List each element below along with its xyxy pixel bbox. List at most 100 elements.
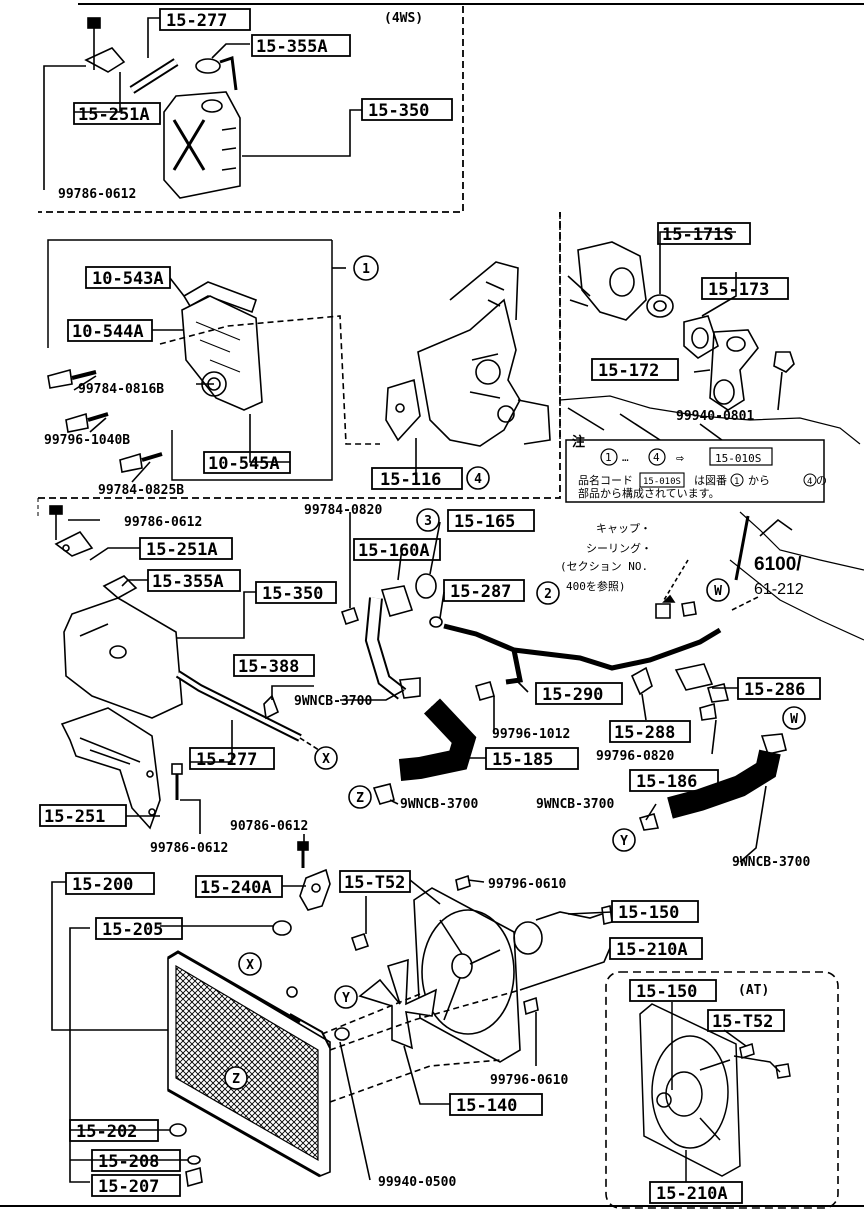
note-arrow: ⇨ xyxy=(676,451,684,466)
part-15-186: 15-186 xyxy=(636,772,697,792)
marker-1: 1 xyxy=(362,262,370,277)
bolt-99796-0610-top: 99796-0610 xyxy=(488,877,566,892)
part-15-160a: 15-160A xyxy=(358,541,430,561)
part-15-288: 15-288 xyxy=(614,723,675,743)
part-15-207: 15-207 xyxy=(98,1177,159,1197)
marker-x-2: X xyxy=(246,958,254,973)
marker-2: 2 xyxy=(544,587,552,602)
bolt-99784-0816b: 99784-0816B xyxy=(78,382,164,397)
part-15-355a-mid: 15-355A xyxy=(152,572,224,592)
part-15-171s: 15-171S xyxy=(662,225,734,245)
bolt-99784-0820: 99784-0820 xyxy=(304,503,382,518)
part-15-116: 15-116 xyxy=(380,470,441,490)
bolt-99796-1012: 99796-1012 xyxy=(492,727,570,742)
part-15-208: 15-208 xyxy=(98,1152,159,1172)
callout-line1: キャップ・ xyxy=(596,522,651,535)
note-line2-mid: から xyxy=(748,474,770,487)
bolt-99786-0612-low: 99786-0612 xyxy=(150,841,228,856)
marker-4: 4 xyxy=(474,472,482,487)
part-10-543a: 10-543A xyxy=(92,269,164,289)
callout-line3: (セクション NO. xyxy=(560,560,648,573)
note-line2: 品名コード xyxy=(578,473,633,487)
marker-y-1: Y xyxy=(342,991,350,1006)
bolt-99786-0612-mid: 99786-0612 xyxy=(124,515,202,530)
part-10-544a: 10-544A xyxy=(72,322,144,342)
part-15-355a-top: 15-355A xyxy=(256,37,328,57)
part-15-200: 15-200 xyxy=(72,875,133,895)
marker-z-1: Z xyxy=(356,791,364,806)
part-15-251a-top: 15-251A xyxy=(78,105,150,125)
part-15-150: 15-150 xyxy=(618,903,679,923)
section-frames xyxy=(0,3,864,1209)
part-15-277-top: 15-277 xyxy=(166,11,227,31)
part-15-210a: 15-210A xyxy=(616,940,688,960)
bolt-99784-0825b: 99784-0825B xyxy=(98,483,184,498)
labels: (4WS) 15-277 15-355A 15-251A 15-350 9978… xyxy=(44,11,810,1204)
note-line3: 部品から構成されています。 xyxy=(578,486,720,500)
note-range-end: 4 xyxy=(653,451,660,464)
callout-line4: 400を参照) xyxy=(566,579,626,593)
note-line2-to: 4 xyxy=(807,477,812,487)
clamp-9wncb-3700-a: 9WNCB-3700 xyxy=(294,694,372,709)
marker-circles xyxy=(224,255,806,1090)
callout-line2: シーリング・ xyxy=(586,541,652,555)
part-15-251: 15-251 xyxy=(44,807,105,827)
part-15-240a: 15-240A xyxy=(200,878,272,898)
ref-6100: 6100/ xyxy=(754,554,802,575)
part-15-287: 15-287 xyxy=(450,582,511,602)
label-4ws: (4WS) xyxy=(384,11,423,26)
part-15-173: 15-173 xyxy=(708,280,769,300)
part-15-185: 15-185 xyxy=(492,750,553,770)
part-15-202: 15-202 xyxy=(76,1122,137,1142)
part-15-172: 15-172 xyxy=(598,361,659,381)
part-10-545a: 10-545A xyxy=(208,454,280,474)
marker-w-2: W xyxy=(790,712,798,727)
clamp-9wncb-3700-d: 9WNCB-3700 xyxy=(732,855,810,870)
thermostat-assembly xyxy=(559,231,861,447)
at-fan-inset xyxy=(639,1002,791,1182)
svg-text:…: … xyxy=(622,451,629,464)
reservoir-and-hoses xyxy=(49,505,864,863)
part-15-210a-at: 15-210A xyxy=(656,1184,728,1204)
part-15-251a-mid: 15-251A xyxy=(146,540,218,560)
clamp-9wncb-3700-c: 9WNCB-3700 xyxy=(536,797,614,812)
marker-z-2: Z xyxy=(232,1072,240,1087)
radiator-fan-assembly xyxy=(51,834,613,1188)
bolt-99796-0820: 99796-0820 xyxy=(596,749,674,764)
ref-61-212: 61-212 xyxy=(754,581,804,598)
note-text: 注 1 … 4 ⇨ 15-010S 品名コード 15-010S は図番 1 から… xyxy=(572,434,827,500)
marker-3: 3 xyxy=(424,514,432,529)
bolt-90786-0612: 90786-0612 xyxy=(230,819,308,834)
part-15-150-at: 15-150 xyxy=(636,982,697,1002)
note-line2-end: の xyxy=(816,474,827,487)
nut-99940-0500: 99940-0500 xyxy=(378,1175,456,1190)
label-at: (AT) xyxy=(738,983,769,998)
bolt-99796-0610-low: 99796-0610 xyxy=(490,1073,568,1088)
part-15-388: 15-388 xyxy=(238,657,299,677)
note-line2-tail: は図番 xyxy=(694,474,727,487)
note-range-start: 1 xyxy=(605,451,612,464)
part-15-350-top: 15-350 xyxy=(368,101,429,121)
note-code: 15-010S xyxy=(715,452,761,465)
note-line2-code: 15-010S xyxy=(643,477,681,487)
part-15-350-mid: 15-350 xyxy=(262,584,323,604)
part-15-140: 15-140 xyxy=(456,1096,517,1116)
part-15-t52-at: 15-T52 xyxy=(712,1012,773,1032)
marker-labels: 1 2 3 4 X X Z Z Y Y W W xyxy=(232,262,798,1087)
marker-x-1: X xyxy=(322,752,330,767)
note-line2-from: 1 xyxy=(734,477,739,487)
reservoir-4ws xyxy=(43,17,362,199)
marker-w-1: W xyxy=(714,584,722,599)
bolt-99786-0612-top: 99786-0612 xyxy=(58,187,136,202)
bolt-99796-1040b: 99796-1040B xyxy=(44,433,130,448)
water-pump-assembly xyxy=(47,261,551,483)
marker-y-2: Y xyxy=(620,834,628,849)
part-15-t52: 15-T52 xyxy=(344,873,405,893)
part-15-277-mid: 15-277 xyxy=(196,750,257,770)
part-15-205: 15-205 xyxy=(102,920,163,940)
part-15-165: 15-165 xyxy=(454,512,515,532)
note-box xyxy=(565,439,825,503)
clamp-9wncb-3700-b: 9WNCB-3700 xyxy=(400,797,478,812)
bolt-99940-0801: 99940-0801 xyxy=(676,409,754,424)
